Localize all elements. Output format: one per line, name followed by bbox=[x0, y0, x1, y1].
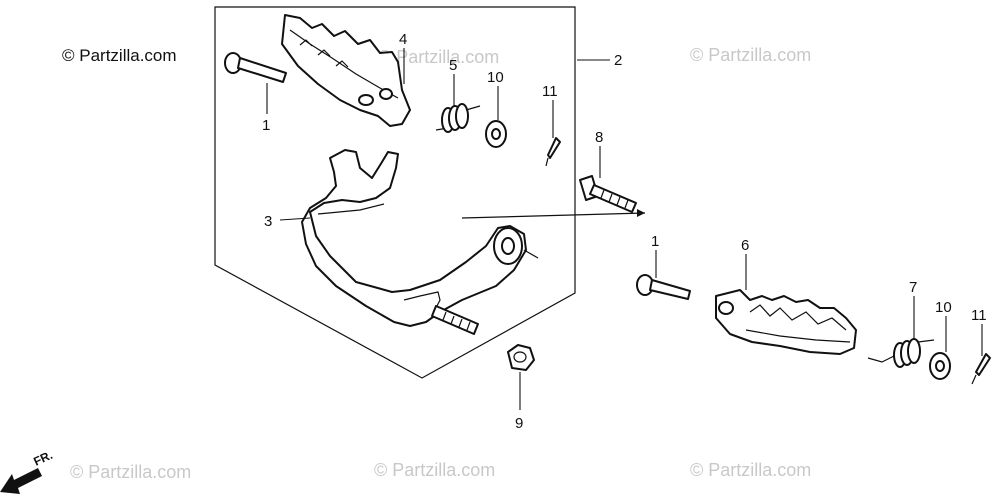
spring-upper bbox=[435, 103, 481, 133]
callout-3: 3 bbox=[264, 213, 272, 230]
watermark: © Partzilla.com bbox=[374, 460, 495, 480]
callout-10-upper: 10 bbox=[487, 69, 504, 86]
assembly-boundary bbox=[214, 6, 576, 379]
callout-6: 6 bbox=[741, 237, 749, 254]
callout-9: 9 bbox=[515, 415, 523, 432]
nut-9 bbox=[507, 344, 535, 371]
clevis-pin-upper bbox=[224, 52, 287, 83]
footpeg-upper bbox=[281, 14, 411, 127]
callout-4: 4 bbox=[399, 31, 407, 48]
front-direction-arrow: FR. bbox=[0, 448, 55, 494]
callout-8: 8 bbox=[595, 129, 603, 146]
callout-7: 7 bbox=[909, 279, 917, 296]
axis-arrowhead bbox=[637, 209, 645, 217]
watermark: © Partzilla.com bbox=[70, 462, 191, 482]
copyright-text: © Partzilla.com bbox=[62, 46, 177, 65]
washer-upper bbox=[485, 120, 507, 148]
spring-lower bbox=[867, 338, 935, 368]
footpeg-bracket bbox=[301, 149, 539, 335]
callout-11-upper: 11 bbox=[542, 83, 558, 100]
washer-lower bbox=[929, 352, 951, 380]
callout-11-lower: 11 bbox=[971, 307, 987, 324]
callouts: 1 2 3 4 5 10 11 8 1 6 7 10 11 9 bbox=[262, 31, 987, 432]
assembly-axis-line bbox=[461, 212, 646, 219]
callout-10-lower: 10 bbox=[935, 299, 952, 316]
callout-1-lower: 1 bbox=[651, 233, 659, 250]
watermark: © Partzilla.com bbox=[690, 45, 811, 65]
footpeg-lower bbox=[715, 289, 857, 355]
cotter-pin-lower bbox=[971, 353, 991, 385]
cotter-pin-upper bbox=[545, 137, 561, 167]
callout-2: 2 bbox=[614, 52, 622, 69]
callout-1-upper: 1 bbox=[262, 117, 270, 134]
callout-5: 5 bbox=[449, 57, 457, 74]
direction-label: FR. bbox=[31, 448, 54, 469]
leader-lines bbox=[266, 48, 983, 410]
bolt-8 bbox=[579, 175, 637, 213]
clevis-pin-lower bbox=[636, 274, 691, 300]
watermark: © Partzilla.com bbox=[690, 460, 811, 480]
watermark: © Partzilla.com bbox=[378, 47, 499, 67]
watermarks: © Partzilla.com © Partzilla.com © Partzi… bbox=[70, 45, 811, 482]
